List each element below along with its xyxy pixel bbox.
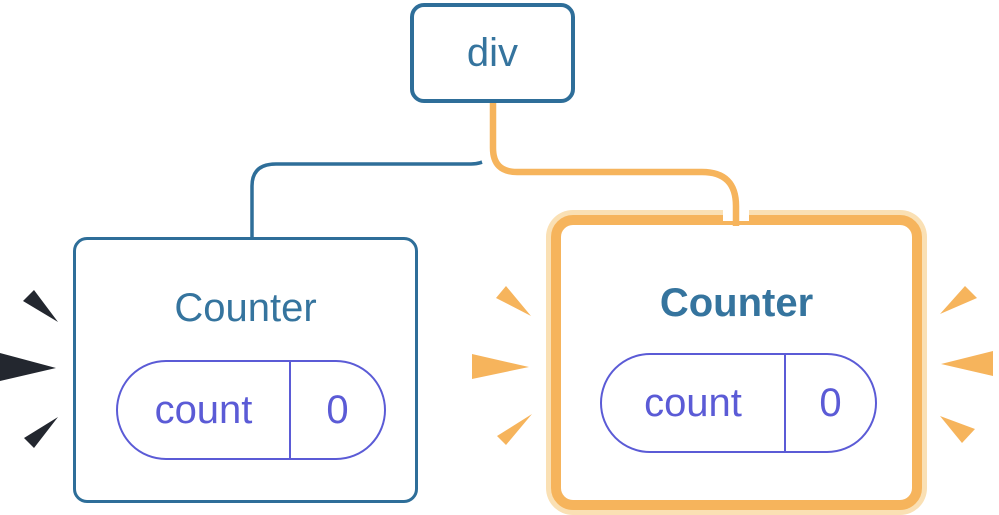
spark-icon	[940, 416, 975, 443]
root-node: div	[410, 3, 575, 103]
state-key-label: count	[118, 362, 291, 458]
spark-icon	[496, 286, 531, 316]
state-value: 0	[326, 388, 349, 432]
state-value: 0	[819, 381, 842, 425]
spark-burst-orange-left-icon	[472, 286, 532, 445]
counter-card-left: Counter count 0	[73, 237, 418, 503]
state-key-label: count	[602, 355, 786, 451]
connector-root-to-right-counter	[489, 101, 740, 226]
spark-icon	[472, 354, 529, 379]
counter-title: Counter	[659, 281, 814, 325]
spark-icon	[23, 290, 58, 322]
connector-root-to-left-counter	[250, 101, 495, 240]
spark-icon	[941, 351, 993, 376]
spark-icon	[24, 417, 58, 448]
spark-burst-orange-right-icon	[940, 286, 993, 443]
spark-burst-dark-icon	[0, 290, 58, 448]
spark-icon	[940, 286, 977, 314]
spark-icon	[497, 414, 532, 445]
connector-highlight-casing	[480, 101, 749, 221]
state-pill: count 0	[116, 360, 386, 460]
spark-icon	[0, 353, 56, 381]
state-pill: count 0	[600, 353, 877, 453]
root-node-label: div	[466, 31, 519, 75]
counter-title: Counter	[174, 286, 317, 330]
counter-card-right-highlighted: Counter count 0	[551, 215, 922, 510]
